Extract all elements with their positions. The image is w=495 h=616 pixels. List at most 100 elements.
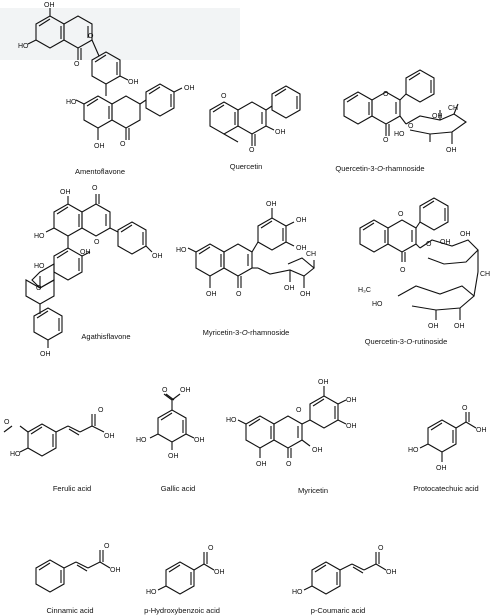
svg-text:OH: OH — [318, 379, 329, 386]
svg-text:O: O — [286, 461, 292, 468]
svg-text:O: O — [236, 291, 242, 298]
svg-text:OH: OH — [436, 465, 447, 472]
label-quercetin-3-o-rhamnoside: Quercetin-3-O-rhamnoside — [335, 164, 425, 173]
svg-text:OH: OH — [284, 285, 295, 292]
svg-text:H₃C: H₃C — [358, 287, 371, 294]
p-coumaric-acid-structure — [303, 552, 387, 595]
svg-text:OH: OH — [440, 239, 451, 246]
svg-text:CH: CH — [306, 251, 316, 258]
svg-text:O: O — [408, 123, 414, 130]
svg-text:OH: OH — [446, 147, 457, 154]
quercetin-3-o-rhamnoside-structure — [343, 69, 467, 144]
svg-text:OH: OH — [94, 143, 105, 150]
myricetin-3-o-rhamnoside-structure — [187, 208, 315, 288]
svg-text:OH: OH — [312, 447, 323, 454]
svg-text:OH: OH — [194, 437, 205, 444]
svg-text:O: O — [162, 387, 168, 394]
svg-text:OH: OH — [428, 323, 439, 330]
atom-labels: OH HO O O OH HO OH OH O O O OH O O O CH … — [4, 2, 490, 596]
svg-text:O: O — [98, 407, 104, 414]
svg-text:HO: HO — [18, 43, 29, 50]
svg-text:CH: CH — [448, 105, 458, 112]
svg-text:O: O — [74, 61, 80, 68]
svg-text:HO: HO — [66, 99, 77, 106]
svg-text:OH: OH — [44, 2, 55, 9]
svg-text:OH: OH — [128, 79, 139, 86]
cinnamic-acid-structure — [35, 550, 111, 593]
label-amentoflavone: Amentoflavone — [74, 167, 126, 176]
ferulic-acid-structure — [3, 414, 105, 457]
svg-text:O: O — [383, 137, 389, 144]
quercetin-structure — [209, 85, 301, 146]
svg-text:HO: HO — [146, 589, 157, 596]
label-quercetin-3-o-rutinoside: Quercetin-3-O-rutinoside — [364, 337, 448, 346]
svg-text:OH: OH — [296, 245, 307, 252]
svg-text:OH: OH — [346, 423, 357, 430]
gallic-acid-structure — [149, 393, 195, 450]
svg-text:OH: OH — [152, 253, 163, 260]
svg-text:HO: HO — [176, 247, 187, 254]
svg-text:O: O — [378, 545, 384, 552]
label-myricetin: Myricetin — [297, 486, 329, 495]
label-quercetin: Quercetin — [229, 162, 263, 171]
svg-text:O: O — [398, 211, 404, 218]
protocatechuic-acid-structure — [419, 412, 477, 462]
amentoflavone-structure — [27, 8, 183, 140]
quercetin-3-o-rutinoside-structure — [359, 197, 479, 320]
agathisflavone-structure — [25, 194, 153, 348]
svg-text:OH: OH — [214, 569, 225, 576]
svg-text:OH: OH — [300, 291, 311, 298]
label-ferulic-acid: Ferulic acid — [52, 484, 92, 493]
label-myricetin-3-o-rhamnoside: Myricetin-3-O-rhamnoside — [202, 328, 290, 337]
svg-text:OH: OH — [266, 201, 277, 208]
svg-text:O: O — [296, 407, 302, 414]
label-p-hydroxybenzoic-acid: p-Hydroxybenzoic acid — [144, 606, 220, 615]
svg-text:OH: OH — [104, 433, 115, 440]
svg-text:O: O — [92, 185, 98, 192]
label-agathisflavone: Agathisflavone — [81, 332, 131, 341]
svg-text:O: O — [400, 267, 406, 274]
svg-text:OH: OH — [40, 351, 51, 358]
svg-text:OH: OH — [60, 189, 71, 196]
svg-text:O: O — [4, 419, 10, 426]
svg-text:O: O — [88, 33, 94, 40]
svg-text:OH: OH — [206, 291, 217, 298]
svg-text:OH: OH — [180, 387, 191, 394]
svg-text:HO: HO — [34, 263, 45, 270]
myricetin-structure — [237, 386, 347, 458]
svg-text:HO: HO — [10, 451, 21, 458]
svg-text:HO: HO — [226, 417, 237, 424]
label-cinnamic-acid: Cinnamic acid — [46, 606, 94, 615]
svg-text:OH: OH — [275, 129, 286, 136]
svg-text:HO: HO — [292, 589, 303, 596]
svg-text:OH: OH — [296, 217, 307, 224]
svg-text:HO: HO — [372, 301, 383, 308]
svg-text:OH: OH — [460, 231, 471, 238]
svg-text:O: O — [462, 405, 468, 412]
svg-text:HO: HO — [394, 131, 405, 138]
svg-text:O: O — [221, 93, 227, 100]
svg-text:O: O — [208, 545, 214, 552]
svg-text:HO: HO — [136, 437, 147, 444]
svg-text:OH: OH — [256, 461, 267, 468]
svg-text:HO: HO — [408, 447, 419, 454]
label-p-coumaric-acid: p-Coumaric acid — [310, 606, 366, 615]
svg-text:O: O — [249, 147, 255, 154]
svg-text:OH: OH — [432, 113, 443, 120]
svg-text:HO: HO — [34, 233, 45, 240]
p-hydroxybenzoic-acid-structure — [157, 552, 215, 595]
svg-text:OH: OH — [184, 85, 195, 92]
svg-text:O: O — [426, 241, 432, 248]
svg-text:OH: OH — [80, 249, 91, 256]
svg-text:OH: OH — [346, 397, 357, 404]
svg-text:OH: OH — [476, 427, 487, 434]
svg-text:O: O — [36, 285, 42, 292]
label-gallic-acid: Gallic acid — [160, 484, 196, 493]
svg-text:OH: OH — [386, 569, 397, 576]
svg-text:CH: CH — [480, 271, 490, 278]
svg-text:O: O — [120, 141, 126, 148]
svg-text:O: O — [94, 239, 100, 246]
